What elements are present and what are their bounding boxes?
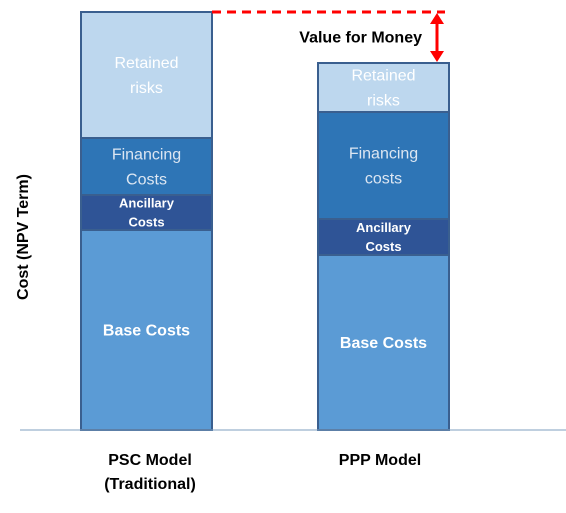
- bar-segment-ancillary-costs: [317, 218, 450, 256]
- bar-segment-ancillary-costs: [80, 194, 213, 231]
- category-label-2: PPP Model: [339, 452, 421, 469]
- bar-segment-financing-costs: [317, 111, 450, 220]
- bar-segment-financing-costs: [80, 137, 213, 196]
- category-labels: PSC Model(Traditional) PPP Model: [104, 452, 421, 493]
- bar-segment-retained-risks: [80, 11, 213, 139]
- bar-segment-base-costs: [80, 229, 213, 431]
- arrow-down-icon: [430, 51, 444, 62]
- segment-label-base-costs: Base Costs: [103, 323, 190, 340]
- bar-segment-retained-risks: [317, 62, 450, 113]
- y-axis-label: Cost (NPV Term): [15, 174, 32, 300]
- segment-label-base-costs: Base Costs: [340, 335, 427, 352]
- value-for-money-label: Value for Money: [299, 30, 422, 47]
- value-for-money-annotation: Value for Money: [212, 10, 445, 62]
- arrow-up-icon: [430, 13, 444, 24]
- bar-segment-base-costs: [317, 254, 450, 431]
- category-label-1: PSC Model(Traditional): [104, 452, 196, 493]
